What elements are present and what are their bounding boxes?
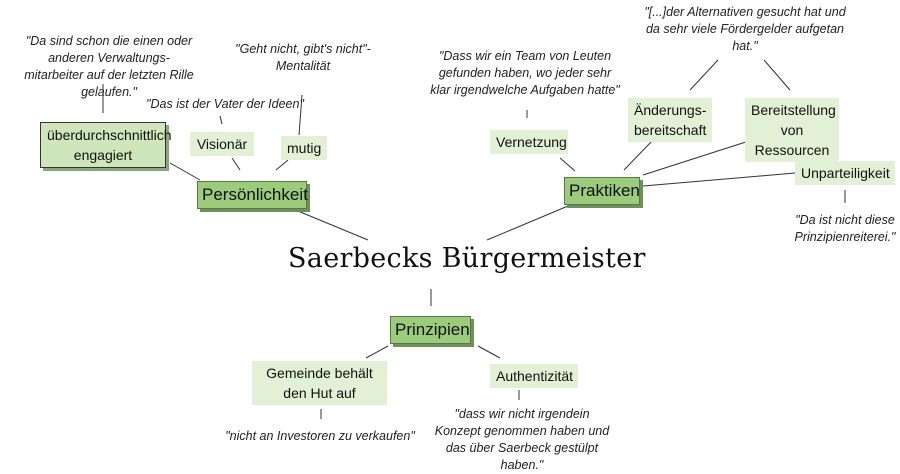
link-praktiken-vernetzung (559, 157, 576, 172)
link-praktiken-unparteilichkeit (642, 172, 796, 187)
link-praktiken-aenderung (623, 140, 653, 171)
link-persoenlichkeit-engagiert (169, 162, 201, 181)
node-gemeinde-behaelt-den-hut-auf[interactable]: Gemeinde behält den Hut auf (252, 361, 387, 405)
quote-hut: "nicht an Investoren zu verkaufen" (225, 429, 415, 443)
link-persoenlichkeit-visionaer (231, 157, 241, 171)
node-bereitstellung-von-ressourcen[interactable]: Bereitstellung von Ressourcen (745, 98, 839, 162)
link-quote-mutig (298, 94, 303, 136)
link-center-persoenlichkeit (297, 210, 369, 241)
quote-authentizitaet: "dass wir nicht irgendein Konzept genomm… (434, 407, 610, 472)
node-unparteiligkeit[interactable]: Unparteiligkeit (795, 161, 895, 185)
link-quote-visionaer (219, 115, 223, 125)
quote-mutig: "Geht nicht, gibt's nicht"-Mentalität (235, 42, 371, 73)
quote-engagiert: "Da sind schon die einen oder anderen Ve… (24, 34, 194, 99)
node-authentizitaet[interactable]: Authentizität (490, 364, 578, 388)
node-persoenlichkeit[interactable]: Persönlichkeit (197, 181, 308, 209)
node-ueberdurchschnittlich-engagiert[interactable]: überdurchschnittlich engagiert (40, 122, 172, 168)
link-praktiken-ressourcen (642, 139, 753, 176)
quote-visionaer: "Das ist der Vater der Ideen" (146, 97, 304, 111)
quote-unparteilichkeit: "Da ist nicht diese Prinzipienreiterei." (794, 213, 896, 244)
link-prinzipien-authentizitaet (477, 345, 501, 359)
connector-lines (102, 59, 846, 419)
node-mutig[interactable]: mutig (281, 136, 327, 160)
link-prinzipien-hut (365, 345, 389, 359)
link-persoenlichkeit-mutig (275, 159, 289, 171)
quote-foerdergelder: "[...]der Alternativen gesucht hat und d… (644, 5, 846, 53)
link-quote-ressourcen (763, 59, 791, 91)
central-topic[interactable]: Saerbecks Bürgermeister (288, 243, 646, 274)
node-prinzipien[interactable]: Prinzipien (390, 316, 471, 344)
node-visionaer[interactable]: Visionär (190, 132, 254, 156)
link-center-praktiken (486, 205, 569, 241)
quote-vernetzung: "Dass wir ein Team von Leuten gefunden h… (430, 49, 620, 97)
link-quote-aenderung (689, 59, 719, 91)
node-praktiken[interactable]: Praktiken (564, 177, 640, 205)
node-vernetzung[interactable]: Vernetzung (490, 130, 568, 154)
node-aenderungsbereitschaft[interactable]: Änderungs-bereitschaft (628, 98, 712, 142)
